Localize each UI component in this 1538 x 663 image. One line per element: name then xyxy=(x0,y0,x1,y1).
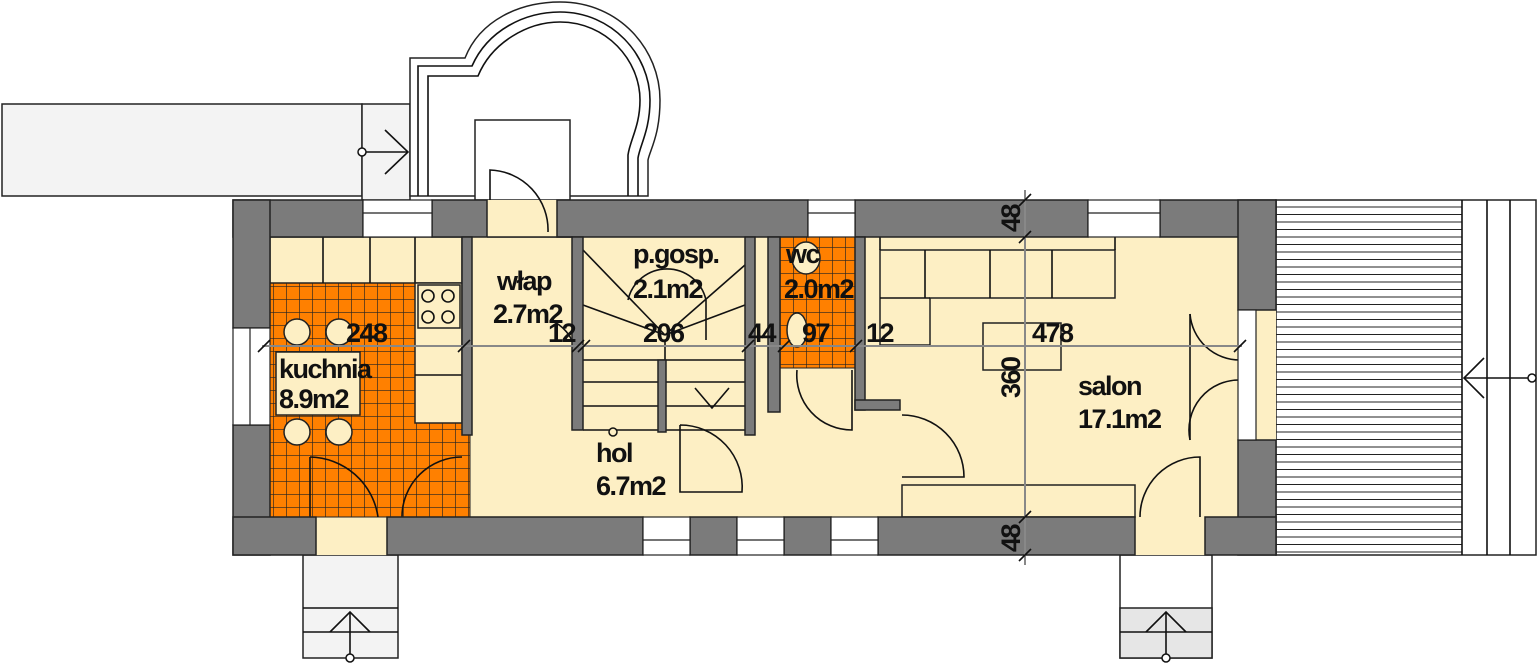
dim-wall-1: 12 xyxy=(548,318,576,348)
round-tower-outline xyxy=(409,1,661,197)
dim-bottom-wall: 48 xyxy=(996,523,1026,552)
dim-wall-2: 12 xyxy=(866,318,894,348)
room-name-wiatrolap: włap xyxy=(496,266,552,296)
dim-top-wall: 48 xyxy=(996,203,1026,232)
windows xyxy=(232,199,1257,556)
dim-shaft: 44 xyxy=(748,318,777,348)
room-area-pgosp: 2.1m2 xyxy=(633,274,703,304)
dimension-labels: 248 12 206 44 97 12 478 48 360 48 xyxy=(346,203,1076,552)
room-area-salon: 17.1m2 xyxy=(1078,404,1161,434)
terrace-left xyxy=(1,103,363,197)
interior-doors xyxy=(489,169,853,493)
room-area-wiatrolap: 2.7m2 xyxy=(493,299,563,329)
room-name-salon: salon xyxy=(1078,371,1141,401)
room-area-wc: 2.0m2 xyxy=(784,274,854,304)
dim-salon-width: 478 xyxy=(1032,318,1074,348)
room-name-pgosp: p.gosp. xyxy=(633,239,719,269)
sideboard xyxy=(901,484,1136,518)
dim-stair-width: 206 xyxy=(643,318,685,348)
room-area-hol: 6.7m2 xyxy=(596,471,666,501)
room-name-wc: wc xyxy=(785,239,821,269)
room-labels: kuchnia 8.9m2 włap 2.7m2 p.gosp. 2.1m2 w… xyxy=(277,239,1163,501)
staircase xyxy=(582,249,746,437)
walls xyxy=(232,199,1277,556)
dim-kitchen-width: 248 xyxy=(346,318,388,348)
washbasin xyxy=(791,241,821,275)
dim-wc-width: 97 xyxy=(802,318,830,348)
dim-salon-depth: 360 xyxy=(996,357,1026,398)
room-name-hol: hol xyxy=(596,438,632,468)
room-name-kuchnia: kuchnia xyxy=(279,354,373,384)
dimension-lines xyxy=(257,190,1247,565)
room-area-kuchnia: 8.9m2 xyxy=(279,384,349,414)
